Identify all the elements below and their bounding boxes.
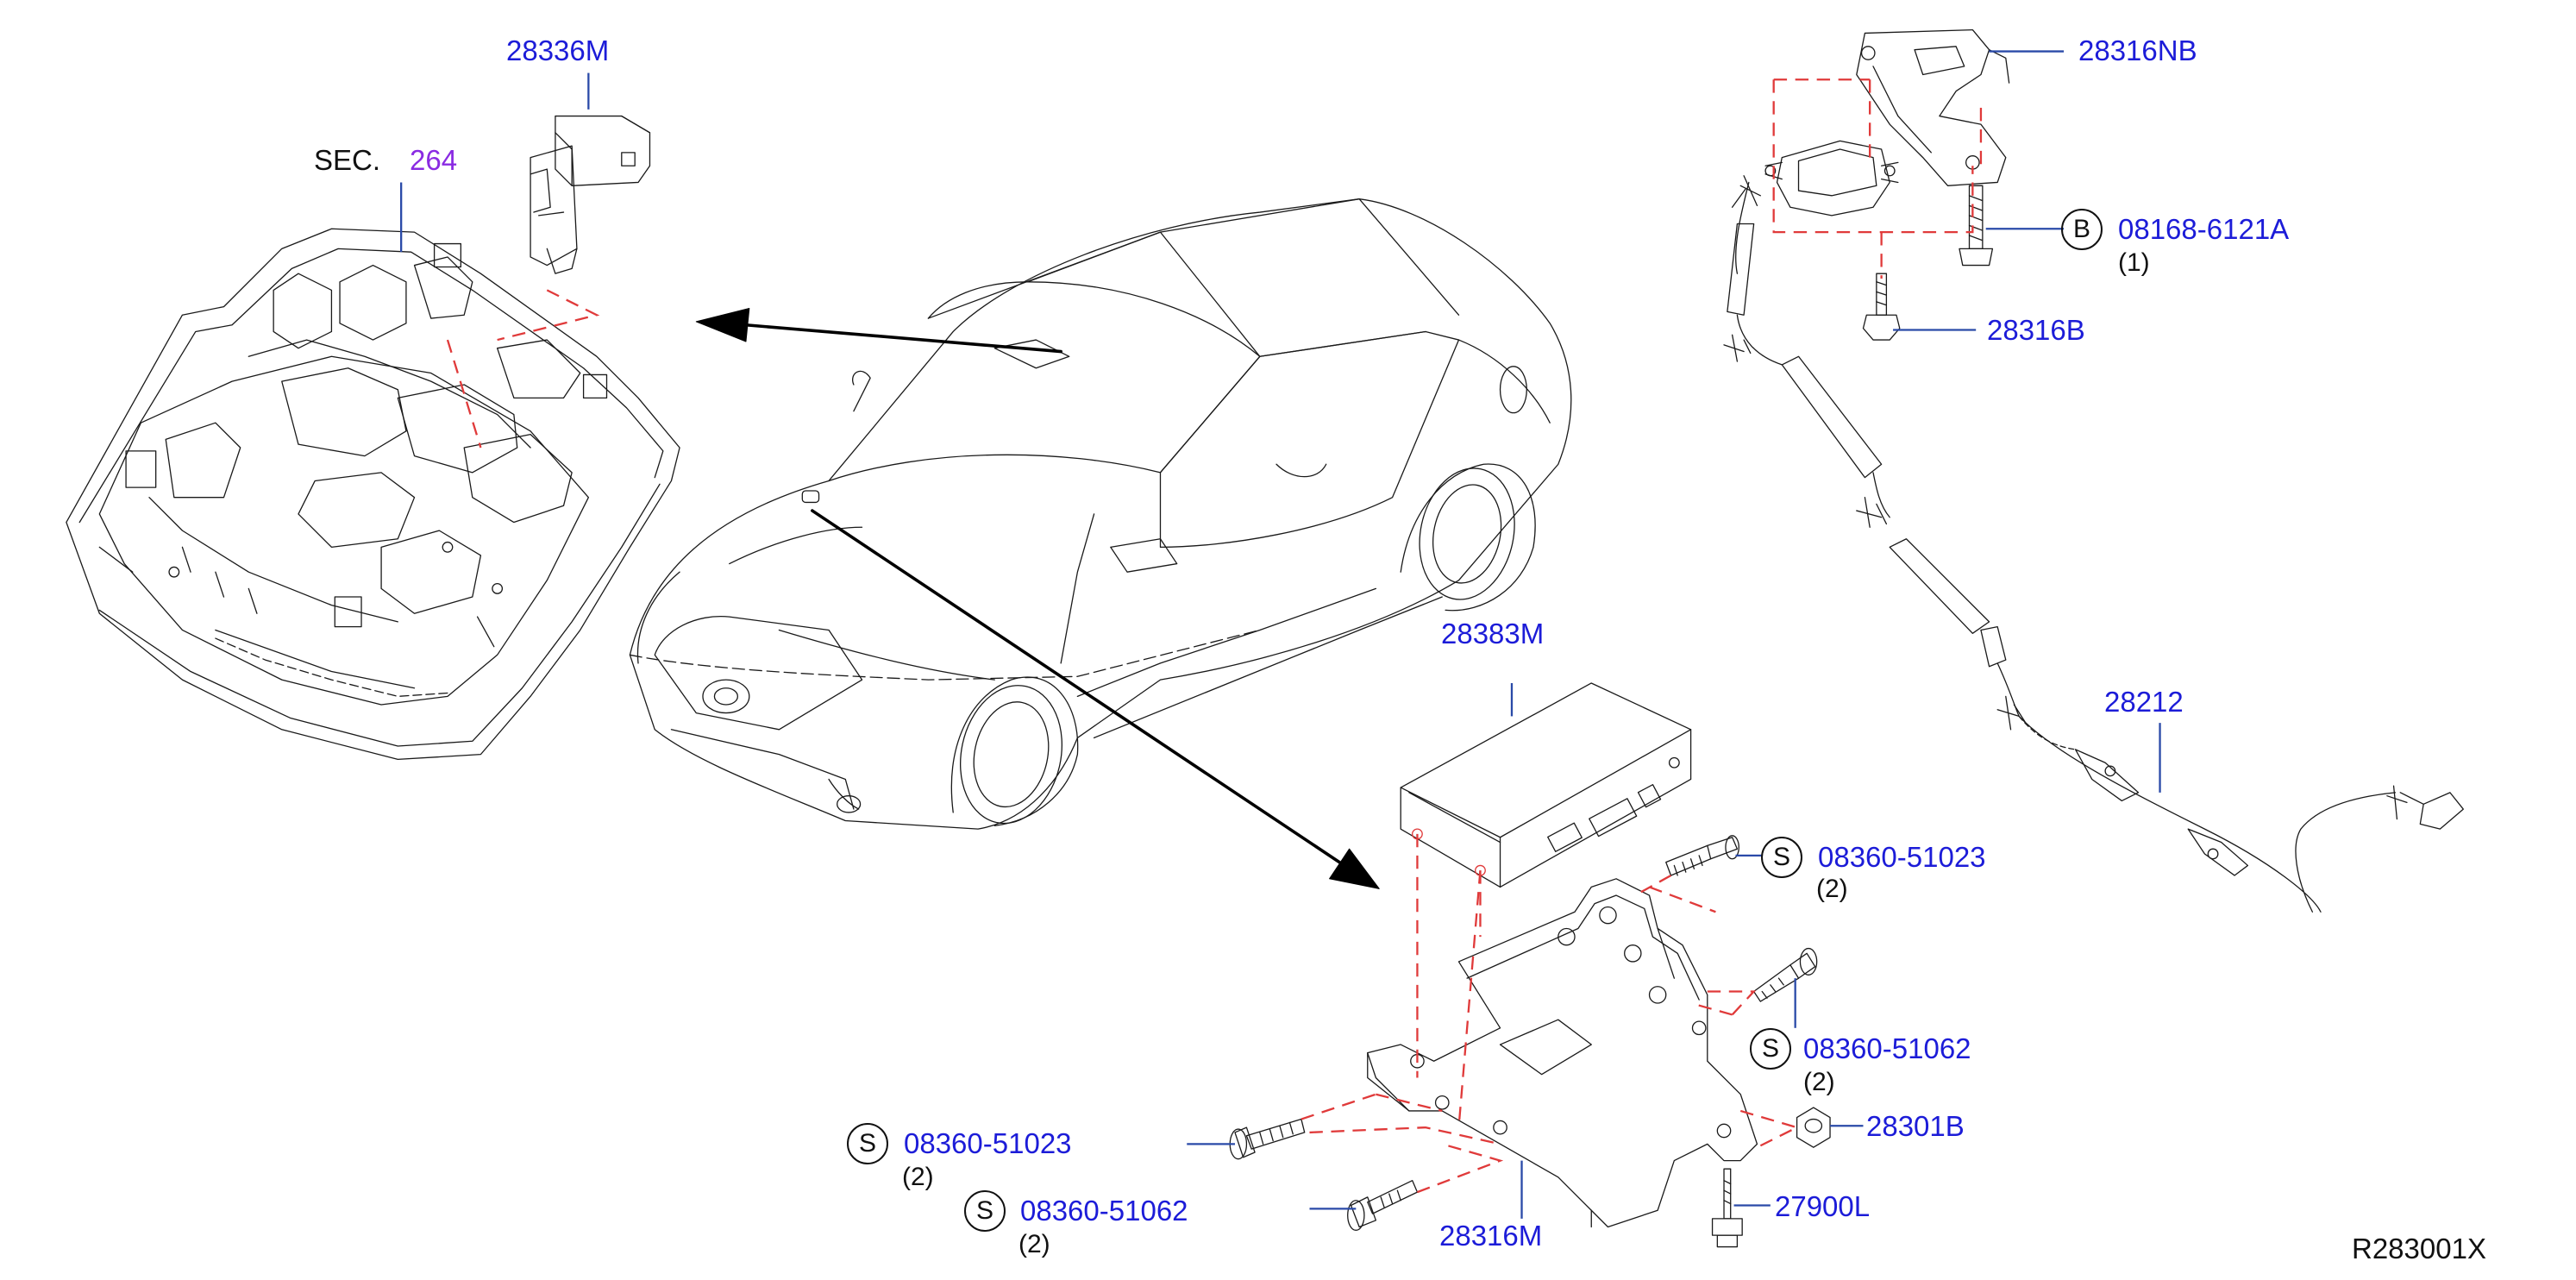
cable-clips bbox=[1724, 176, 2407, 819]
qty-08168-6121A: (1) bbox=[2118, 248, 2150, 277]
screw-08360-51062-right bbox=[1754, 949, 1817, 1002]
feeder-cable-28212 bbox=[1727, 182, 2463, 912]
part-label-08168-6121A: 08168-6121A bbox=[2118, 213, 2290, 245]
screw-08168-6121A bbox=[1959, 185, 1992, 265]
arrow-to-map-lamp bbox=[696, 309, 1061, 352]
bolt-b-symbol: B bbox=[2061, 209, 2103, 250]
qty-08360-51023-right: (2) bbox=[1816, 875, 1848, 903]
diagram-reference-code: R283001X bbox=[2352, 1233, 2486, 1264]
bolt-28316B bbox=[1863, 273, 1899, 340]
car-dash-line bbox=[630, 630, 1259, 680]
control-unit-28383M bbox=[1401, 683, 1690, 887]
map-lamp-assembly bbox=[66, 229, 680, 759]
qty-08360-51023-left: (2) bbox=[902, 1163, 934, 1191]
screw-s-symbol-right-2: S bbox=[1750, 1028, 1791, 1070]
car-illustration bbox=[630, 199, 1570, 833]
screw-08360-51062-left bbox=[1348, 1181, 1418, 1231]
part-label-28212: 28212 bbox=[2104, 686, 2184, 718]
part-label-28383M: 28383M bbox=[1441, 618, 1545, 649]
leader-lines bbox=[400, 50, 2161, 1219]
arrow-to-control-unit bbox=[812, 511, 1379, 888]
screw-s-symbol-left-2: S bbox=[964, 1190, 1006, 1232]
part-label-28336M: 28336M bbox=[506, 35, 610, 66]
part-label-08360-51062-right: 08360-51062 bbox=[1803, 1032, 1971, 1064]
part-label-28316M: 28316M bbox=[1439, 1220, 1543, 1252]
antenna-bracket-28316NB bbox=[1857, 30, 2009, 186]
part-label-28301B: 28301B bbox=[1866, 1110, 1965, 1142]
screw-08360-51023-right bbox=[1666, 836, 1739, 875]
part-label-08360-51023-right: 08360-51023 bbox=[1818, 841, 1986, 873]
part-label-27900L: 27900L bbox=[1775, 1190, 1871, 1222]
cable-dash-segment bbox=[2019, 716, 2075, 749]
qty-08360-51062-left: (2) bbox=[1018, 1230, 1050, 1258]
qty-08360-51062-right: (2) bbox=[1803, 1068, 1835, 1096]
screw-s-symbol-left-1: S bbox=[847, 1123, 888, 1164]
map-lamp-edge-dash bbox=[216, 638, 448, 696]
screw-s-symbol-right-1: S bbox=[1761, 837, 1802, 878]
antenna-module bbox=[1765, 141, 1898, 216]
section-number-264[interactable]: 264 bbox=[410, 144, 458, 176]
screw-08360-51023-left bbox=[1230, 1120, 1304, 1159]
part-label-28316B: 28316B bbox=[1987, 314, 2085, 346]
connector-28336M bbox=[530, 116, 649, 274]
part-label-08360-51023-left: 08360-51023 bbox=[904, 1127, 1072, 1159]
part-label-28316NB: 28316NB bbox=[2078, 35, 2197, 66]
bolt-27900L bbox=[1713, 1169, 1743, 1246]
alignment-lines bbox=[446, 78, 1983, 1194]
bracket-28316M bbox=[1368, 879, 1758, 1227]
section-prefix-label: SEC. bbox=[314, 144, 381, 176]
part-label-08360-51062-left: 08360-51062 bbox=[1020, 1195, 1188, 1227]
nut-28301B bbox=[1797, 1107, 1830, 1147]
